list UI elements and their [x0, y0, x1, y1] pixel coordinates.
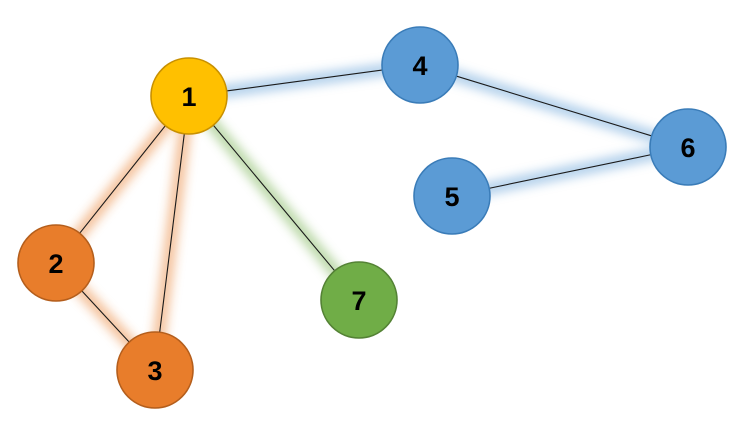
node-3-circle[interactable]	[116, 331, 194, 409]
node-3-label: 3	[147, 356, 162, 386]
edge-1-4[interactable]	[225, 69, 384, 92]
edge-1-7[interactable]	[212, 124, 336, 272]
node-5-label: 5	[444, 182, 459, 212]
node-6-label: 6	[680, 133, 695, 163]
edge-1-2[interactable]	[78, 124, 167, 235]
edge-5-6[interactable]	[488, 153, 652, 190]
node-4[interactable]: 4	[381, 26, 459, 104]
node-1-label: 1	[181, 82, 196, 112]
node-7[interactable]: 7	[320, 261, 398, 339]
edge-1-3[interactable]	[159, 132, 185, 334]
node-6-circle[interactable]	[649, 108, 727, 186]
node-2-label: 2	[48, 249, 63, 279]
node-3[interactable]: 3	[116, 331, 194, 409]
node-6[interactable]: 6	[649, 108, 727, 186]
node-4-label: 4	[412, 51, 427, 81]
node-layer: 1 2 3 4 5 6 7	[17, 26, 727, 409]
node-7-circle[interactable]	[320, 261, 398, 339]
edge-2-3[interactable]	[80, 289, 131, 344]
node-1-circle[interactable]	[150, 57, 228, 135]
node-5-circle[interactable]	[413, 157, 491, 235]
node-2[interactable]: 2	[17, 224, 95, 302]
node-4-circle[interactable]	[381, 26, 459, 104]
node-1[interactable]: 1	[150, 57, 228, 135]
node-5[interactable]: 5	[413, 157, 491, 235]
edge-line-layer	[78, 69, 653, 344]
node-7-label: 7	[351, 286, 366, 316]
node-2-circle[interactable]	[17, 224, 95, 302]
edge-4-6[interactable]	[455, 75, 653, 137]
